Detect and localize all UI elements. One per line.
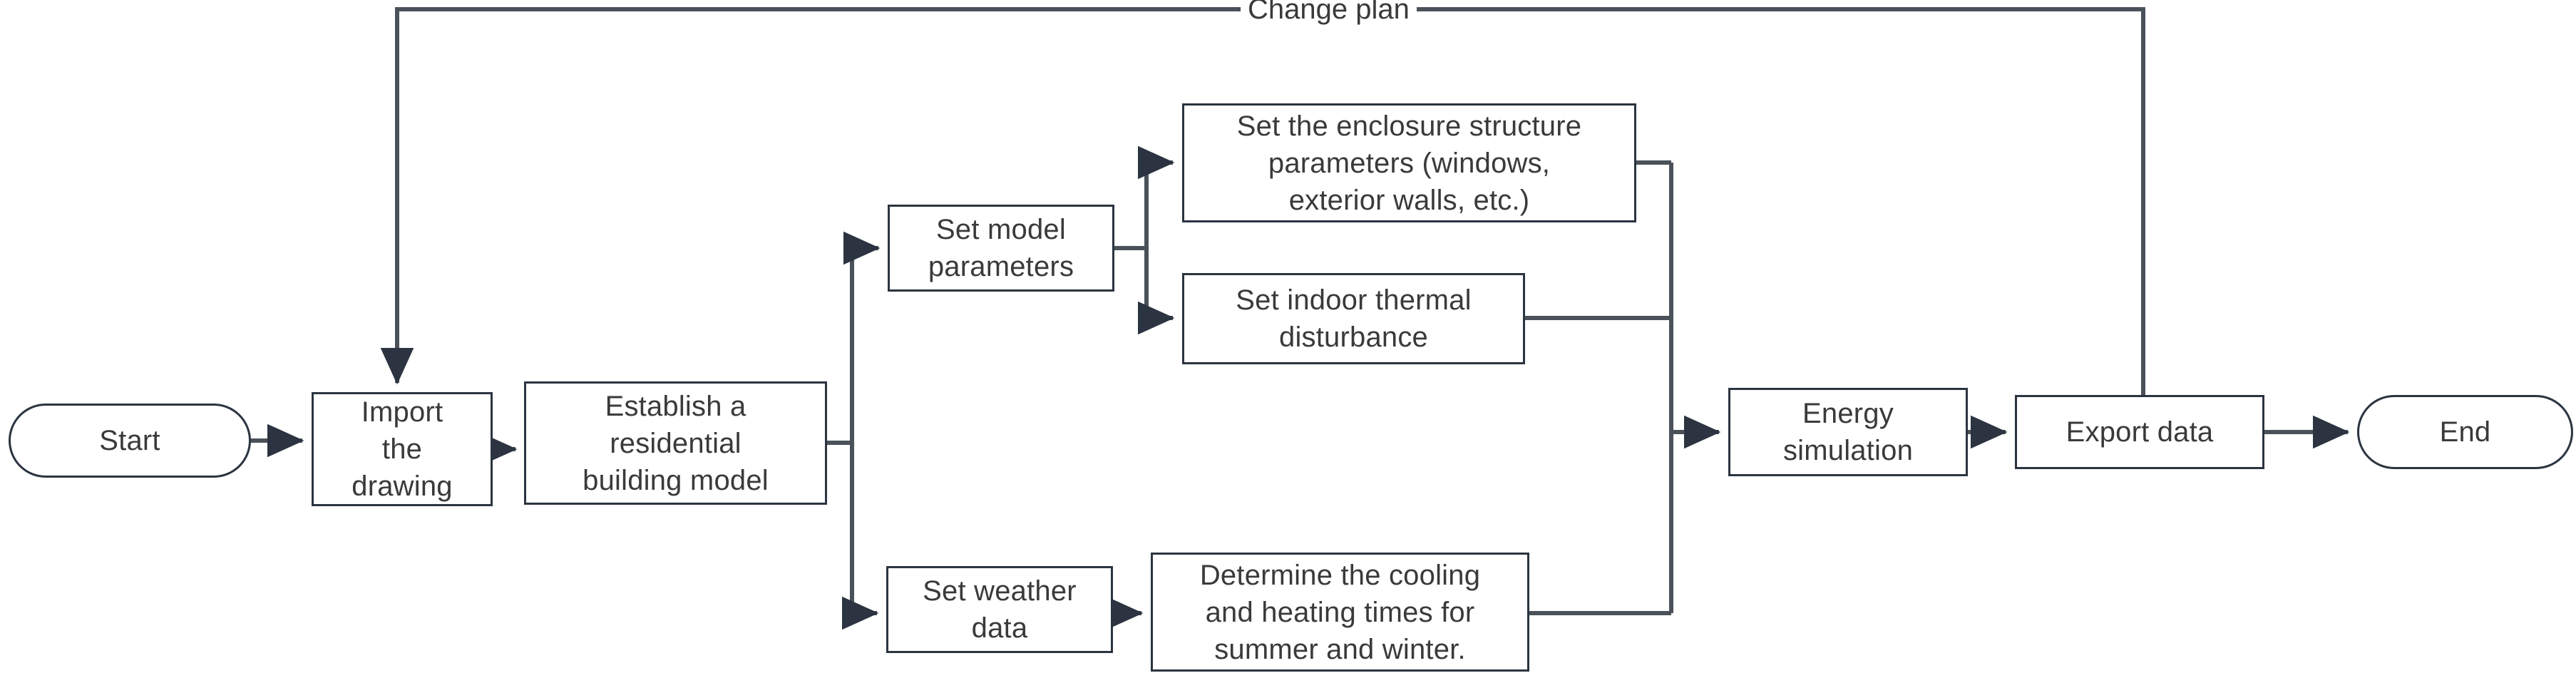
node-start[interactable]: Start xyxy=(9,404,251,478)
node-end[interactable]: End xyxy=(2357,395,2573,469)
node-set-indoor-thermal[interactable]: Set indoor thermal disturbance xyxy=(1182,273,1525,364)
node-import-drawing-label: Import the drawing xyxy=(351,396,453,502)
node-export-data[interactable]: Export data xyxy=(2015,395,2264,469)
node-determine-cooling-heating-label: Determine the cooling and heating times … xyxy=(1199,559,1481,665)
node-start-label: Start xyxy=(99,425,160,456)
node-determine-cooling-heating[interactable]: Determine the cooling and heating times … xyxy=(1151,553,1529,672)
node-set-model-parameters[interactable]: Set model parameters xyxy=(888,205,1114,292)
node-import-drawing[interactable]: Import the drawing xyxy=(312,392,493,506)
node-establish-model-label: Establish a residential building model xyxy=(583,390,769,496)
node-energy-simulation[interactable]: Energy simulation xyxy=(1728,388,1968,476)
node-export-data-label: Export data xyxy=(2066,416,2214,448)
node-end-label: End xyxy=(2439,416,2491,448)
node-set-enclosure-structure[interactable]: Set the enclosure structure parameters (… xyxy=(1182,103,1636,222)
node-set-indoor-thermal-label: Set indoor thermal disturbance xyxy=(1236,284,1472,353)
node-set-weather-data[interactable]: Set weather data xyxy=(886,566,1113,653)
edge-label-change-plan: Change plan xyxy=(1241,0,1417,24)
node-energy-simulation-label: Energy simulation xyxy=(1782,398,1914,466)
node-set-model-parameters-label: Set model parameters xyxy=(928,214,1074,282)
node-set-weather-data-label: Set weather data xyxy=(923,575,1077,644)
node-establish-model[interactable]: Establish a residential building model xyxy=(524,381,827,505)
node-set-enclosure-structure-label: Set the enclosure structure parameters (… xyxy=(1236,110,1582,216)
